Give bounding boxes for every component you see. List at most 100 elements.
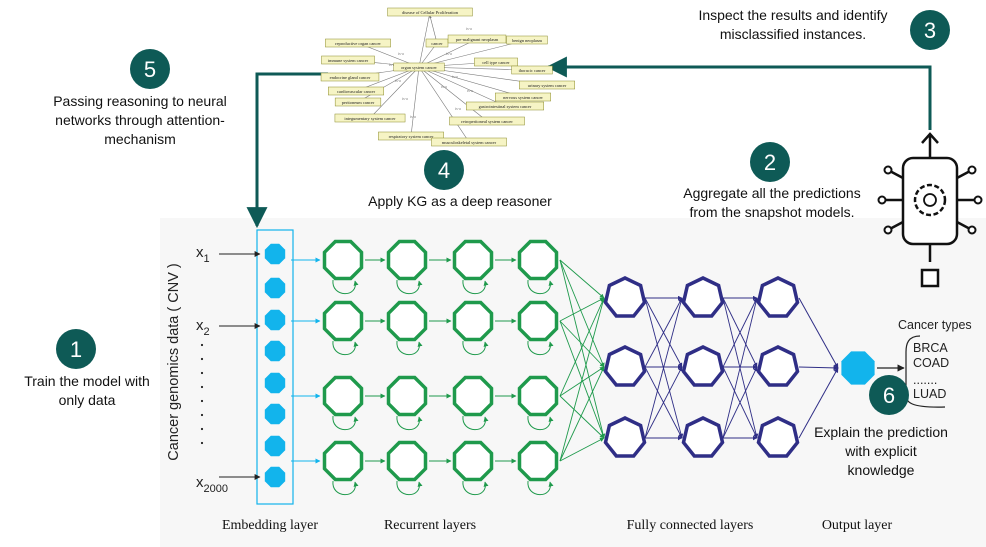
- output-class-label: .......: [913, 373, 937, 387]
- input-axis-label: Cancer genomics data ( CNV ): [166, 263, 182, 460]
- kg-edge-label: is-a: [455, 106, 461, 111]
- step-caption: Aggregate all the predictions: [683, 185, 860, 201]
- kg-node-label: urinary system cancer: [528, 83, 567, 88]
- kg-edge-label: is-a: [466, 26, 472, 31]
- recurrent-node: [517, 375, 559, 417]
- step-number: 6: [883, 383, 895, 408]
- recurrent-loop: [332, 415, 359, 431]
- kg-edge: [418, 66, 524, 98]
- input-ellipsis-dot: [200, 427, 204, 431]
- step-caption: Passing reasoning to neural: [53, 93, 227, 109]
- chip-pin-end: [973, 195, 983, 205]
- kg-edge-label: is-a: [398, 51, 404, 56]
- step-caption: mechanism: [104, 131, 176, 147]
- recurrent-to-dense-arrow: [559, 395, 605, 439]
- kg-node: [334, 97, 382, 107]
- chip-pin-end: [883, 225, 893, 235]
- output-brace: [905, 335, 946, 408]
- recurrent-loop: [332, 279, 359, 295]
- kg-edge-label: is-a: [446, 51, 452, 56]
- dense-to-output-arrow: [798, 365, 839, 371]
- kg-node-label: endocrine gland cancer: [330, 75, 371, 80]
- kg-node-label: musculoskeletal system cancer: [442, 140, 497, 145]
- kg-edge-label: is-a: [452, 74, 458, 79]
- kg-edge-label: is-a: [410, 114, 416, 119]
- kg-node-label: cell type cancer: [482, 60, 510, 65]
- input-label: x1: [196, 244, 210, 265]
- chip-pin-end: [877, 195, 887, 205]
- embedding-box: [256, 229, 294, 505]
- recurrent-to-dense-arrow: [559, 437, 605, 462]
- kg-node: [378, 131, 444, 141]
- recurrent-node: [386, 375, 428, 417]
- chip-pin-end: [967, 165, 977, 175]
- output-title: Cancer types: [898, 318, 972, 332]
- recurrent-loop: [462, 480, 489, 496]
- recurrent-loop: [527, 340, 554, 356]
- layer-label: Recurrent layers: [384, 518, 476, 533]
- kg-edge: [418, 38, 478, 68]
- step-caption: Explain the prediction: [814, 424, 948, 440]
- recurrent-to-dense-arrow: [559, 259, 606, 439]
- embedding-node: [264, 309, 286, 331]
- layer-label: Fully connected layers: [627, 518, 754, 533]
- diagram-labels: Cancer genomics data ( CNV )x1x2x2000Emb…: [166, 244, 972, 533]
- kg-edge-label: is-a: [395, 78, 401, 83]
- kg-node-label: thoracic cancer: [519, 68, 546, 73]
- kg-edge-label: is-a: [441, 84, 447, 89]
- chip-gear-core: [923, 193, 937, 207]
- recurrent-loop: [527, 279, 554, 295]
- recurrent-to-dense-arrow: [559, 297, 605, 397]
- dense-connection-arrow: [722, 297, 759, 439]
- recurrent-loop: [396, 340, 423, 356]
- kg-node: [320, 72, 380, 82]
- recurrent-node: [452, 239, 494, 281]
- embedding-node: [264, 372, 286, 394]
- input-ellipsis-dot: [200, 441, 204, 445]
- recurrent-to-dense-arrow: [559, 297, 605, 322]
- recurrent-node: [452, 375, 494, 417]
- dense-node: [681, 276, 725, 318]
- step-badge: [910, 10, 950, 50]
- recurrent-node: [322, 300, 364, 342]
- output-class-label: COAD: [913, 356, 949, 370]
- knowledge-graph: is-a is-a is-a is-a is-a is-a is-a is-a is-a is-a…: [320, 7, 575, 147]
- kg-node: [466, 101, 544, 111]
- dense-node: [603, 276, 647, 318]
- kg-node: [474, 57, 518, 67]
- kg-node: [511, 65, 553, 75]
- kg-edge: [369, 66, 420, 119]
- chip-pin-end: [967, 225, 977, 235]
- kg-node-label: integumentary system cancer: [344, 116, 396, 121]
- recurrent-node: [322, 239, 364, 281]
- step-badge: [869, 375, 909, 415]
- embedding-node: [264, 435, 286, 457]
- kg-node-label: respiratory system cancer: [389, 134, 434, 139]
- kg-node: [449, 116, 525, 126]
- kg-edge-label: is-a: [467, 88, 473, 93]
- recurrent-loop: [396, 279, 423, 295]
- recurrent-node: [386, 300, 428, 342]
- kg-edge-label: is-a: [402, 96, 408, 101]
- recurrent-to-dense-arrow: [559, 297, 606, 462]
- recurrent-to-dense-arrow: [559, 259, 605, 368]
- recurrent-loop: [462, 415, 489, 431]
- flow-arrow-to-kg: [545, 56, 932, 130]
- input-ellipsis-dot: [200, 357, 204, 361]
- output-class-label: BRCA: [913, 341, 948, 355]
- dense-connection-arrow: [722, 366, 758, 439]
- recurrent-node: [322, 375, 364, 417]
- step-caption: with explicit: [844, 443, 917, 459]
- recurrent-loop: [332, 340, 359, 356]
- kg-node: [495, 92, 551, 102]
- layer-label: Output layer: [822, 518, 893, 533]
- flow-arrow-to-embedding: [246, 72, 328, 229]
- embedding-node: [264, 243, 286, 265]
- recurrent-loop: [527, 415, 554, 431]
- kg-node-label: disease of Cellular Proliferation: [402, 10, 459, 15]
- step-number: 4: [438, 158, 450, 183]
- kg-node-label: retroperitoneal system cancer: [461, 119, 513, 124]
- kg-node: [387, 7, 473, 17]
